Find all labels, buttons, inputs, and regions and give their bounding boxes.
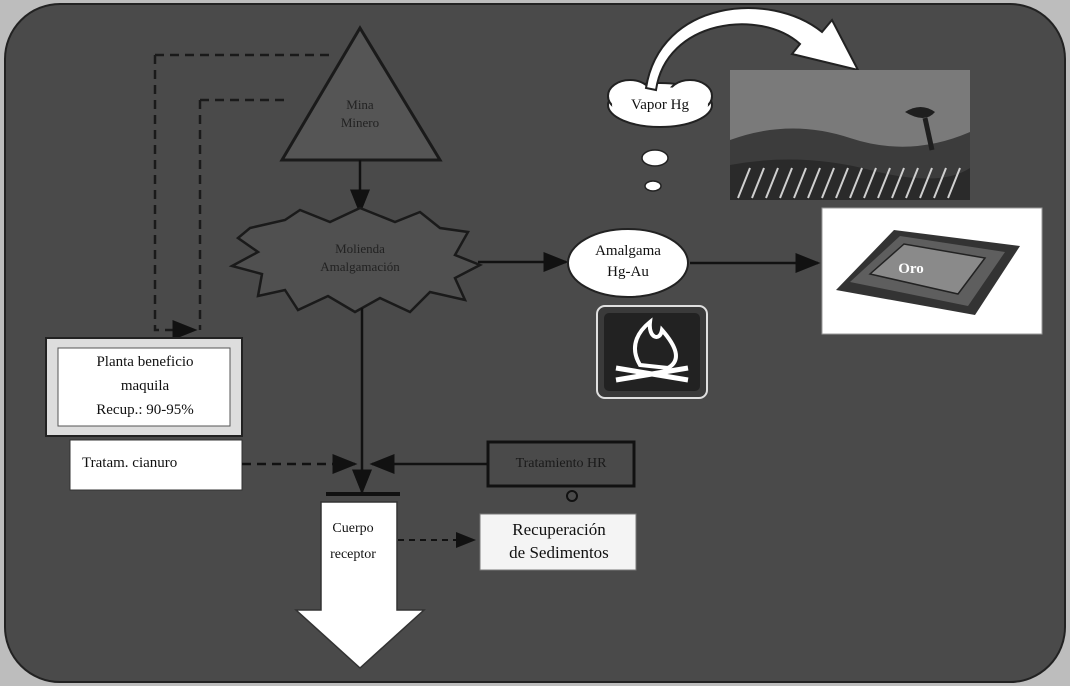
cyanide-box	[69, 439, 243, 491]
gold-bar-icon	[868, 243, 987, 295]
amalgam-ellipse	[567, 228, 689, 298]
receptor-label-line1: Cuerpo	[332, 521, 374, 536]
amalgam-label-line2: Hg-Au	[607, 264, 649, 280]
dashed-arrow-outer	[153, 55, 198, 340]
sediments-label: Recuperación de Sedimentos	[484, 518, 634, 564]
grinding-starburst	[228, 206, 483, 314]
grinding-label-line2: Amalgamación	[320, 259, 400, 274]
vapor-cloud	[607, 79, 713, 192]
grinding-label-line1: Molienda	[335, 241, 385, 256]
fire-icon	[596, 305, 708, 399]
landscape-image	[730, 70, 970, 200]
plant-label: Planta beneficio maquila Recup.: 90-95%	[60, 350, 230, 422]
hg-treatment-label: Tratamiento HR	[515, 456, 607, 471]
cyanide-label: Tratam. cianuro	[82, 455, 178, 471]
plant-label-line1: Planta beneficio	[96, 354, 194, 370]
sediments-label-line1: Recuperación	[512, 520, 606, 539]
amalgam-label-line1: Amalgama	[595, 243, 661, 259]
hg-treatment-box	[486, 440, 636, 488]
receptor-label: Cuerpo receptor	[318, 516, 388, 568]
receptor-label-line2: receptor	[330, 547, 376, 562]
sediments-box	[479, 513, 637, 571]
mine-label-line1: Mina	[346, 97, 374, 112]
down-arrow-icon	[294, 501, 426, 670]
plant-label-line3: Recup.: 90-95%	[96, 402, 194, 418]
mine-label: Mina Minero	[300, 96, 420, 132]
gold-image	[821, 207, 1043, 335]
plant-box	[45, 337, 243, 437]
amalgam-label: Amalgama Hg-Au	[578, 241, 678, 283]
treatment-drop	[566, 490, 578, 502]
gold-label: Oro	[898, 261, 924, 277]
sediments-label-line2: de Sedimentos	[509, 543, 609, 562]
grinding-label: Molienda Amalgamación	[290, 240, 430, 276]
plant-label-line2: maquila	[120, 378, 170, 394]
curved-arrow-icon	[644, 7, 860, 92]
vapor-label: Vapor Hg	[631, 97, 689, 113]
mine-label-line2: Minero	[340, 115, 380, 130]
